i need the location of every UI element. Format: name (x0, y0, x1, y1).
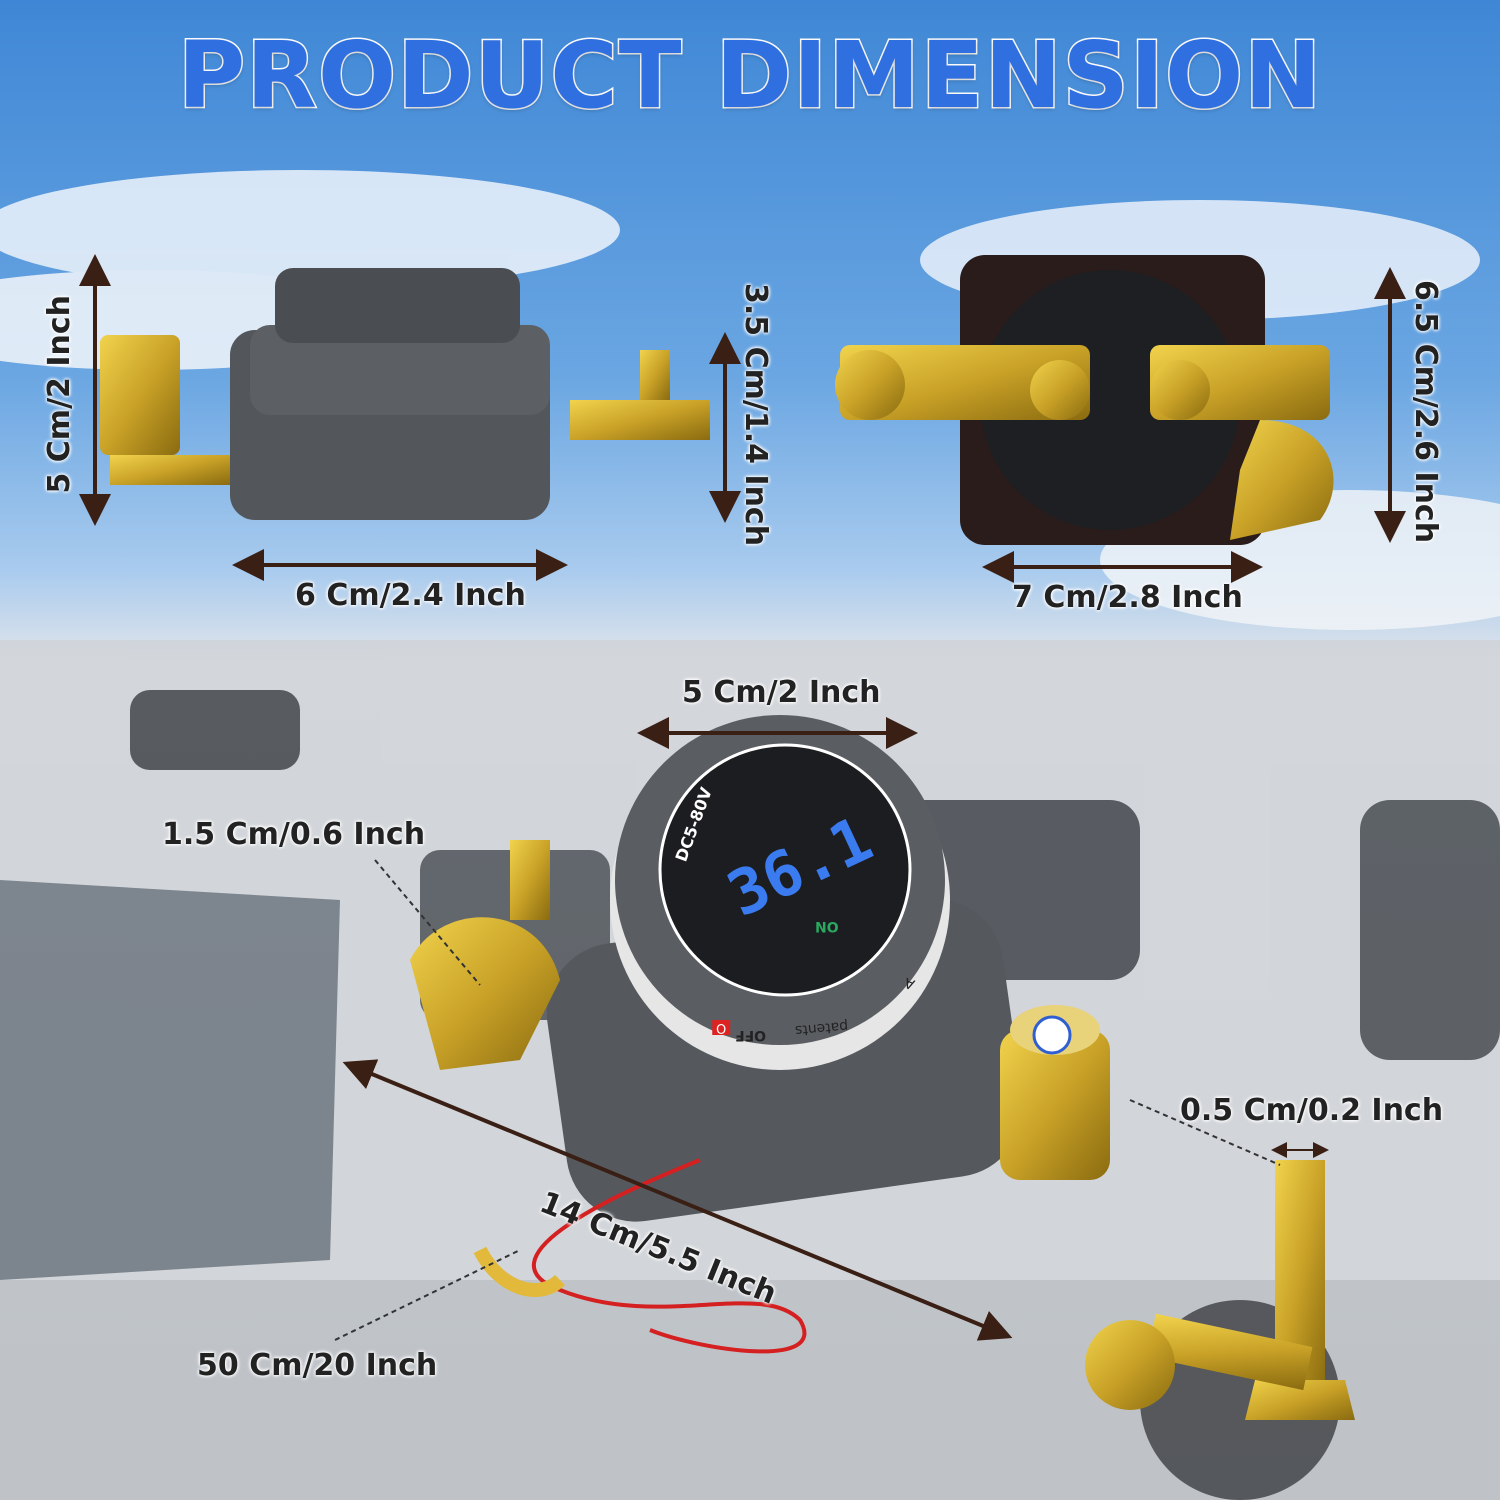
page-title: PRODUCT DIMENSION (176, 21, 1323, 131)
side-body-height-label: 3.5 Cm/1.4 Inch (738, 283, 773, 547)
knob-width-label: 5 Cm/2 Inch (682, 675, 881, 710)
dimension-arrows (79, 254, 1406, 1341)
leader-lines (334, 859, 1281, 1341)
off-position-marker: O (712, 1020, 731, 1035)
side-width-label: 6 Cm/2.4 Inch (295, 578, 526, 613)
back-view-device (835, 255, 1334, 545)
wire-length-label: 50 Cm/20 Inch (197, 1348, 438, 1383)
side-view-device (100, 268, 710, 520)
on-label: ON (815, 918, 839, 934)
terminal-thickness-label: 1.5 Cm/0.6 Inch (162, 817, 426, 852)
bolt-diameter-label: 0.5 Cm/0.2 Inch (1180, 1093, 1444, 1128)
off-label: OFF (735, 1027, 767, 1043)
back-height-label: 6.5 Cm/2.6 Inch (1408, 280, 1443, 544)
bolts (1085, 1160, 1355, 1420)
side-height-label: 5 Cm/2 Inch (42, 295, 77, 494)
back-width-label: 7 Cm/2.8 Inch (1012, 580, 1243, 615)
